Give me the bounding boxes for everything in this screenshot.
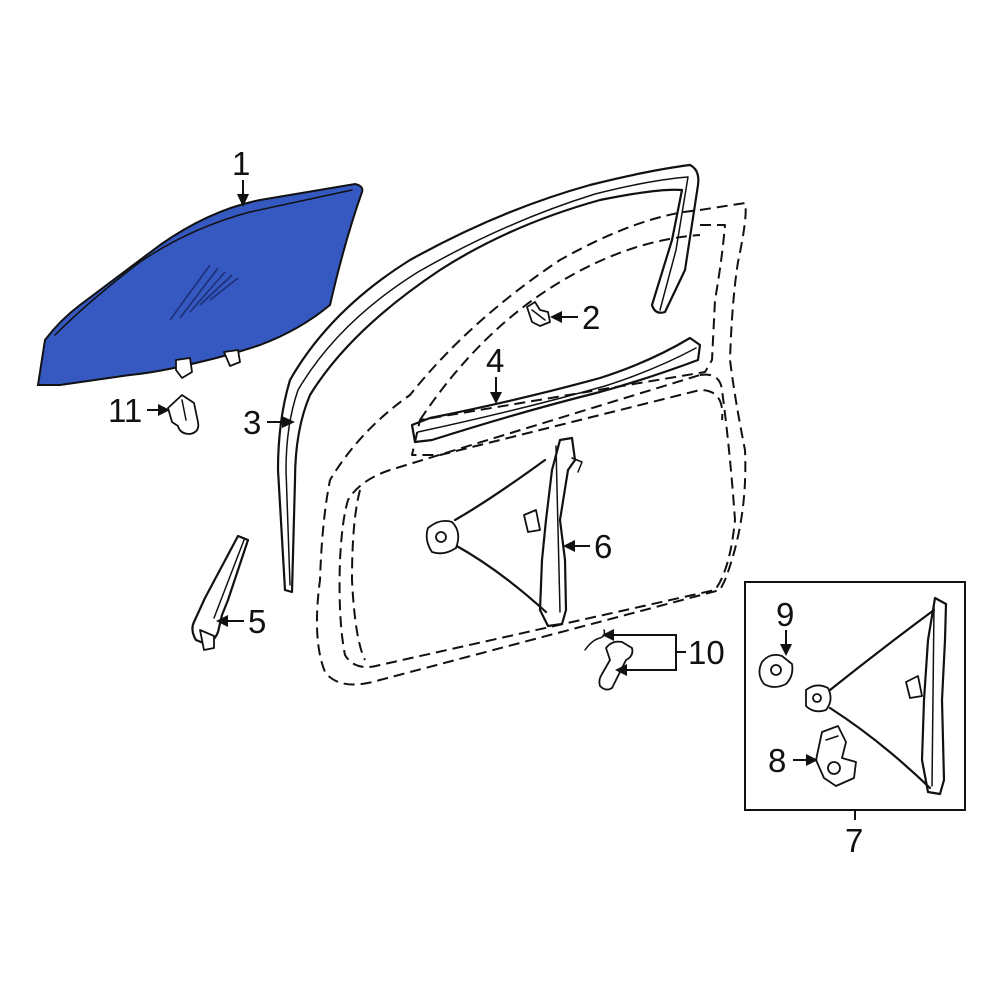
belt-weatherstrip-part-4[interactable]	[410, 336, 702, 444]
callout-3: 3	[243, 404, 261, 441]
callout-10: 10	[688, 634, 725, 671]
callout-5: 5	[248, 603, 266, 640]
clip-part-9[interactable]	[758, 653, 794, 688]
glass-pane	[36, 182, 364, 386]
bolt-part-2[interactable]	[526, 301, 551, 327]
callout-8: 8	[768, 742, 786, 779]
run-channel-part-3[interactable]	[276, 163, 700, 594]
callout-2: 2	[582, 299, 600, 336]
glass-reflection-marks	[169, 264, 239, 321]
regulator-assembly-inset	[744, 581, 966, 811]
glass-clip-part-11[interactable]	[167, 394, 200, 435]
callout-arrows	[147, 180, 856, 820]
callout-4: 4	[486, 342, 504, 379]
callout-11: 11	[108, 392, 142, 429]
callout-7: 7	[845, 822, 863, 859]
door-shell-outline	[315, 202, 747, 686]
motor-part-8[interactable]	[815, 725, 857, 787]
regulator-assembly-part-7[interactable]	[805, 596, 948, 796]
window-regulator-part-6[interactable]	[425, 436, 583, 628]
callout-9: 9	[776, 596, 794, 633]
callout-1: 1	[232, 145, 250, 182]
door-glass-part-1[interactable]	[36, 182, 364, 386]
callout-6: 6	[594, 528, 612, 565]
regulator-handle-part-10[interactable]	[584, 629, 634, 691]
rear-channel-part-5[interactable]	[191, 534, 250, 651]
